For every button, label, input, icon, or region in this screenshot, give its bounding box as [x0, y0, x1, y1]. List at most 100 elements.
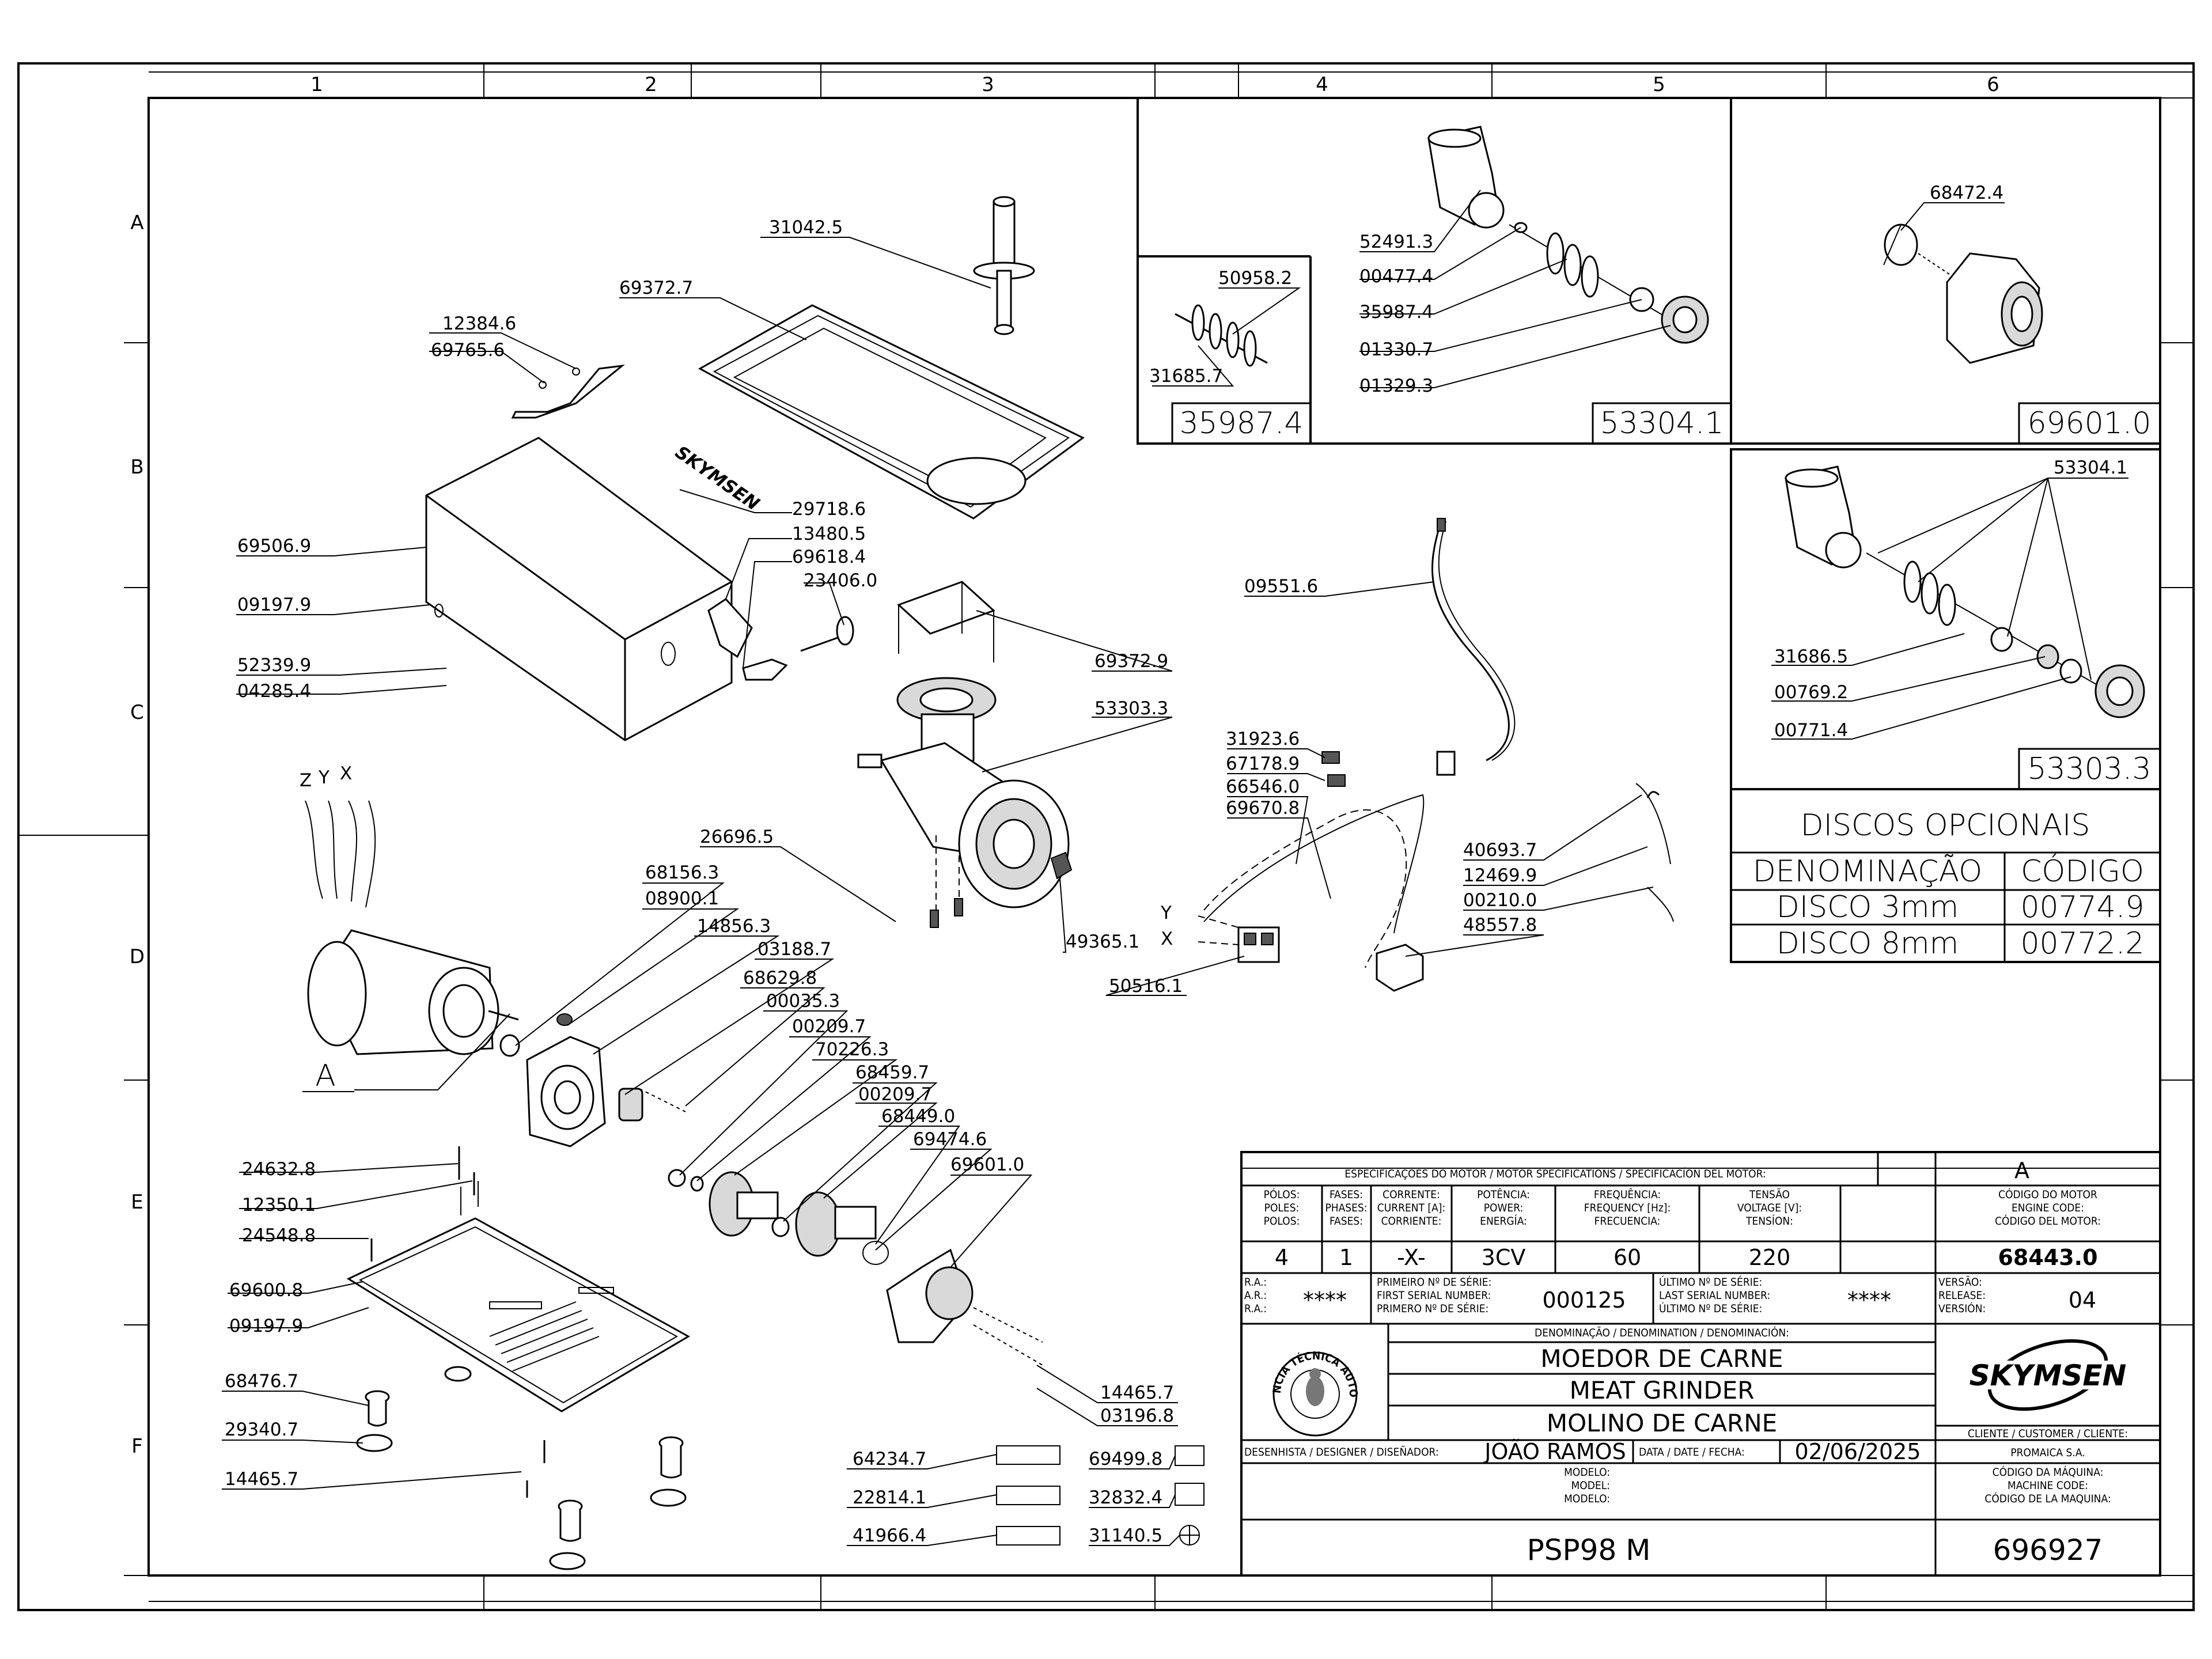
- grid-labels: 1 2 3 4 5 6 A B C D E F: [130, 73, 1999, 1458]
- frequency-head: FRECUENCIA:: [1594, 1215, 1661, 1228]
- poles-head: PÓLOS:: [1264, 1187, 1300, 1201]
- phases-head: FASES:: [1330, 1188, 1363, 1201]
- frequency-value: 60: [1613, 1245, 1641, 1270]
- leader-lines: [222, 190, 2128, 1546]
- current-head: CORRENTE:: [1382, 1188, 1440, 1201]
- base-plate-part: [346, 1181, 691, 1412]
- optional-discs-table: DISCOS OPCIONAIS DENOMINAÇÃO CÓDIGO DISC…: [1730, 788, 2161, 963]
- detail-box-codes: 35987.4 53304.1 69601.0 53303.3: [1179, 406, 2151, 786]
- brand-decal: SKYMSEN: [671, 442, 763, 515]
- frequency-head: FREQUENCY [Hz]:: [1584, 1202, 1671, 1214]
- part-number: 24632.8: [242, 1159, 316, 1180]
- voltage-head: VOLTAGE [V]:: [1737, 1202, 1802, 1214]
- switch-knob-part: [707, 598, 753, 658]
- poles-head: POLOS:: [1264, 1215, 1300, 1228]
- version-label: RELEASE:: [1938, 1289, 1986, 1302]
- part-number: 09551.6: [1244, 576, 1318, 597]
- grid-col-label: 5: [1653, 73, 1665, 96]
- optional-disc-name: DISCO 8mm: [1777, 926, 1959, 961]
- ra-label: R.A.:: [1244, 1302, 1267, 1315]
- optional-discs-header: CÓDIGO: [2021, 853, 2144, 889]
- grid-row-label: F: [131, 1435, 143, 1458]
- part-number: 68472.4: [1930, 183, 2003, 203]
- motor-spec-title: ESPECIFICAÇÕES DO MOTOR / MOTOR SPECIFIC…: [1344, 1167, 1766, 1180]
- bracket-part: [511, 364, 626, 419]
- poles-head: POLES:: [1264, 1202, 1300, 1214]
- phases-value: 1: [1339, 1245, 1353, 1270]
- wire-letter: Z: [300, 770, 312, 791]
- designer-label: DESENHISTA / DESIGNER / DISEÑADOR:: [1244, 1445, 1439, 1459]
- part-number: 50516.1: [1109, 976, 1183, 997]
- detail-a-label: A: [315, 1059, 336, 1093]
- part-number: 12469.9: [1463, 865, 1537, 886]
- version-label: VERSIÓN:: [1938, 1301, 1986, 1315]
- model-value: PSP98 M: [1527, 1533, 1651, 1567]
- power-value: 3CV: [1482, 1245, 1526, 1270]
- part-number: 00771.4: [1774, 720, 1848, 741]
- part-number: 48557.8: [1463, 915, 1537, 935]
- detail-box-code: 35987.4: [1179, 406, 1303, 441]
- frequency-head: FREQUÊNCIA:: [1594, 1188, 1661, 1201]
- part-number: 22814.1: [853, 1487, 926, 1508]
- client-value: PROMAICA S.A.: [2010, 1446, 2085, 1459]
- part-number: 53304.1: [2054, 457, 2127, 478]
- part-number: 29718.6: [792, 499, 866, 520]
- part-number: 31685.7: [1149, 366, 1223, 387]
- voltage-head: TENSÃO: [1749, 1188, 1790, 1201]
- voltage-value: 220: [1749, 1245, 1791, 1270]
- optional-discs-header: DENOMINAÇÃO: [1753, 854, 1982, 889]
- part-number: 09197.9: [229, 1316, 303, 1336]
- part-number: 68459.7: [855, 1062, 929, 1083]
- part-number: 00035.3: [766, 991, 840, 1012]
- grid-col-label: 3: [982, 73, 994, 96]
- part-number: 70226.3: [815, 1039, 889, 1060]
- part-number: 13480.5: [792, 524, 866, 544]
- part-number: 01329.3: [1359, 376, 1433, 396]
- machine-name-es: MOLINO DE CARNE: [1547, 1409, 1777, 1437]
- part-number: 35987.4: [1359, 302, 1433, 323]
- part-number: 49365.1: [1066, 931, 1139, 952]
- engine-code-value: 68443.0: [1998, 1245, 2097, 1270]
- voltage-head: TENSÍON:: [1745, 1214, 1793, 1228]
- ra-value: ****: [1303, 1287, 1347, 1313]
- part-number: 31923.6: [1226, 729, 1300, 749]
- first-serial-label: FIRST SERIAL NUMBER:: [1377, 1289, 1491, 1302]
- ra-label: A.R.:: [1244, 1289, 1267, 1302]
- wire-letter: Y: [1160, 903, 1172, 923]
- part-number: 68156.3: [645, 862, 719, 883]
- part-number: 00769.2: [1774, 682, 1848, 703]
- grid-row-label: D: [130, 945, 145, 968]
- gearbox-parts: [499, 1013, 1043, 1366]
- designer-value: JOÃO RAMOS: [1483, 1439, 1626, 1464]
- part-number: 14465.7: [225, 1469, 298, 1490]
- part-number: 67178.9: [1226, 753, 1300, 774]
- detail-boxes: [1137, 97, 2161, 790]
- pusher-part: [973, 196, 1035, 335]
- machine-code-label: CÓDIGO DA MÁQUINA:: [1993, 1465, 2104, 1479]
- part-number: 00210.0: [1463, 890, 1537, 911]
- part-number: 24548.8: [242, 1225, 316, 1246]
- motor-part: [305, 800, 519, 1055]
- last-serial-label: ÚLTIMO Nº DE SÉRIE:: [1659, 1301, 1762, 1315]
- phases-head: FASES:: [1330, 1215, 1363, 1228]
- detail-box-code: 53304.1: [1600, 406, 1724, 441]
- svg-text:SKYMSEN: SKYMSEN: [1969, 1359, 2127, 1392]
- part-number: 08900.1: [645, 888, 719, 909]
- detail-box-code: 53303.3: [2027, 752, 2151, 786]
- part-numbers: 31042.5 69372.7 12384.6 69765.6 29718.6 …: [225, 183, 2127, 1546]
- part-number: 26696.5: [700, 827, 774, 847]
- first-serial-label: PRIMERO Nº DE SÉRIE:: [1377, 1302, 1488, 1315]
- part-number: 31140.5: [1089, 1525, 1162, 1546]
- poles-value: 4: [1275, 1245, 1289, 1270]
- part-number: 31686.5: [1774, 646, 1848, 667]
- version-value: 04: [2069, 1287, 2096, 1313]
- optional-disc-name: DISCO 3mm: [1777, 890, 1959, 925]
- grid-row-label: C: [130, 701, 144, 724]
- part-number: 01330.7: [1359, 339, 1433, 360]
- power-head: POTÊNCIA:: [1477, 1188, 1530, 1201]
- electrical-parts-illustration: [1198, 518, 1674, 992]
- model-label: MODELO:: [1564, 1493, 1610, 1505]
- part-number: 69499.8: [1089, 1449, 1162, 1469]
- part-number: 12384.6: [442, 313, 516, 334]
